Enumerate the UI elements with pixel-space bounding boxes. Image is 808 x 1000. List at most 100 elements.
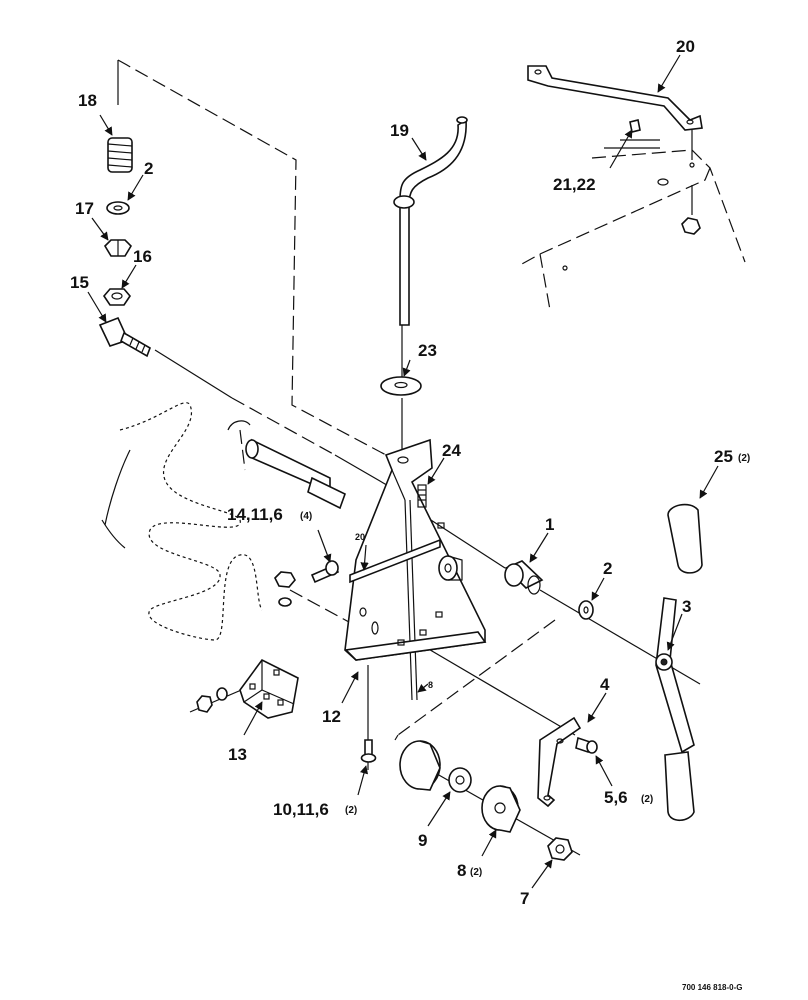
callout-25-qty: (2) xyxy=(738,453,750,464)
pad-icon xyxy=(664,751,695,822)
callout-5-6: 5,6 xyxy=(604,788,628,807)
arrow-icon xyxy=(657,54,681,93)
callout-arrows xyxy=(87,54,719,889)
bushing xyxy=(438,555,463,581)
arrow-icon xyxy=(341,671,359,704)
arrow-icon xyxy=(317,529,332,563)
drawing-code: 700 146 818-0-G xyxy=(682,983,743,992)
arrow-icon xyxy=(121,264,137,289)
callout-7: 7 xyxy=(520,889,529,908)
callout-24: 24 xyxy=(442,441,461,460)
callout-14-11-6: 14,11,6 xyxy=(227,505,283,524)
callout-2-right: 2 xyxy=(603,559,612,578)
callout-5-6-qty: (2) xyxy=(641,794,653,805)
frame-outline-line xyxy=(117,59,387,456)
callout-9: 9 xyxy=(418,831,427,850)
spacer-icon xyxy=(504,560,544,595)
bolt-icon xyxy=(360,739,377,763)
arrow-icon xyxy=(666,613,683,651)
arrow-icon xyxy=(360,544,369,571)
nut-icon xyxy=(103,239,133,257)
callout-19: 19 xyxy=(390,121,409,140)
pulley-icon xyxy=(399,740,441,791)
pulley-axis xyxy=(394,734,399,741)
arrow-icon xyxy=(529,532,549,563)
nut-icon xyxy=(102,288,132,306)
nut-icon xyxy=(274,571,296,588)
arrow-icon xyxy=(402,359,411,377)
callout-23: 23 xyxy=(418,341,437,360)
arrow-icon xyxy=(99,114,113,136)
pad-icon xyxy=(667,503,703,574)
callout-8: 8 xyxy=(457,861,466,880)
spring-icon xyxy=(107,137,133,173)
arrow-icon xyxy=(427,457,445,485)
callout-18: 18 xyxy=(78,91,97,110)
bolt-icon xyxy=(310,560,340,584)
callout-4: 4 xyxy=(600,675,610,694)
shaft-end xyxy=(227,420,251,431)
arrow-icon xyxy=(591,577,605,601)
paddle-arm xyxy=(655,597,695,754)
washer-icon xyxy=(380,376,422,396)
callout-15: 15 xyxy=(70,273,89,292)
arrow-icon xyxy=(609,129,633,169)
arrow-icon xyxy=(481,829,497,857)
nut-icon xyxy=(547,837,573,861)
arrow-icon xyxy=(411,137,427,161)
bolt-icon xyxy=(575,736,598,754)
callout-10-11-6: 10,11,6 xyxy=(273,800,329,819)
mount-bracket xyxy=(537,716,582,808)
cable-ref-label: 8 xyxy=(428,680,433,690)
arrow-icon xyxy=(699,465,719,499)
belt-edge xyxy=(101,519,126,549)
mount-axis-line xyxy=(419,643,576,736)
shaft-line xyxy=(154,349,233,399)
belt-ref-label: 20 xyxy=(355,532,365,542)
pulley-axis-dashed xyxy=(397,619,556,736)
shaft-collar xyxy=(307,476,346,510)
arrow-icon xyxy=(417,683,429,693)
main-bracket xyxy=(344,438,487,701)
callout-12: 12 xyxy=(322,707,341,726)
washer-icon xyxy=(216,687,228,701)
arrow-icon xyxy=(87,291,107,323)
shaft-line xyxy=(334,454,393,489)
bolt-icon xyxy=(629,119,641,133)
shaft-end-cap xyxy=(245,439,259,459)
arrow-icon xyxy=(127,174,144,201)
arrow-icon xyxy=(91,217,109,241)
arrow-icon xyxy=(595,755,613,787)
nut-icon xyxy=(681,217,701,235)
arrow-icon xyxy=(587,692,607,723)
callout-21-22: 21,22 xyxy=(553,175,596,194)
arrow-icon xyxy=(243,701,263,736)
washer-icon xyxy=(278,597,292,607)
axis-line-right xyxy=(539,589,701,685)
callout-1: 1 xyxy=(545,515,554,534)
callout-17: 17 xyxy=(75,199,94,218)
callout-20: 20 xyxy=(676,37,695,56)
callout-labels: 18 2 17 16 15 19 20 21,22 23 24 25 (2) 1… xyxy=(70,37,750,908)
belt-edge xyxy=(104,449,131,526)
bolt-icon xyxy=(98,316,151,358)
callout-14-qty: (4) xyxy=(300,511,312,522)
arrow-icon xyxy=(427,791,451,827)
washer-icon xyxy=(106,201,130,215)
arm-and-frame xyxy=(519,65,746,311)
arrow-icon xyxy=(531,859,553,889)
nut-icon xyxy=(196,695,213,713)
callout-10-qty: (2) xyxy=(345,805,357,816)
hub-icon xyxy=(448,767,472,793)
callout-16: 16 xyxy=(133,247,152,266)
callout-8-qty: (2) xyxy=(470,867,482,878)
callout-13: 13 xyxy=(228,745,247,764)
callout-2-top: 2 xyxy=(144,159,153,178)
shaft-hidden xyxy=(239,429,246,471)
callout-25: 25 xyxy=(714,447,733,466)
callout-3: 3 xyxy=(682,597,691,616)
adjusting-rod xyxy=(393,116,468,326)
arrow-icon xyxy=(357,765,369,796)
pulley-icon xyxy=(481,785,521,833)
